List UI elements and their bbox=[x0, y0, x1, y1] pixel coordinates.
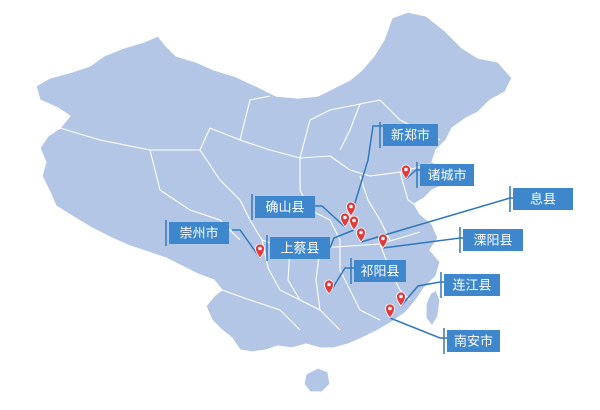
label-background bbox=[463, 229, 523, 251]
location-pin-center bbox=[327, 282, 331, 287]
label-background bbox=[169, 222, 229, 244]
place-label-queshan[interactable]: 确山县 bbox=[255, 196, 315, 218]
location-pin-center bbox=[381, 236, 385, 241]
leader-lines bbox=[165, 122, 513, 354]
location-pin-icon[interactable] bbox=[340, 212, 350, 228]
place-name: 确山县 bbox=[265, 201, 304, 216]
place-name: 溧阳县 bbox=[473, 234, 512, 249]
leader-line-nanan bbox=[389, 317, 447, 339]
location-pins bbox=[255, 164, 411, 319]
taiwan-island bbox=[425, 289, 441, 328]
place-name: 息县 bbox=[530, 192, 556, 208]
hainan-island bbox=[303, 367, 331, 393]
label-background bbox=[354, 260, 406, 282]
place-name: 祁阳县 bbox=[360, 265, 399, 280]
place-label-nanan[interactable]: 南安市 bbox=[447, 330, 500, 352]
place-label-qiyang[interactable]: 祁阳县 bbox=[354, 260, 406, 282]
place-label-xixian[interactable]: 息县 bbox=[513, 188, 573, 210]
place-label-xinzheng[interactable]: 新郑市 bbox=[383, 124, 438, 146]
place-label-lianjiang[interactable]: 连江县 bbox=[444, 274, 500, 296]
label-background bbox=[447, 330, 500, 352]
location-pin-icon[interactable] bbox=[349, 215, 359, 231]
location-pin-center bbox=[349, 204, 353, 209]
place-label-liyang[interactable]: 溧阳县 bbox=[463, 229, 523, 251]
location-pin-icon[interactable] bbox=[378, 233, 388, 249]
place-name: 上蔡县 bbox=[280, 242, 319, 257]
label-background bbox=[444, 274, 500, 296]
location-pin-center bbox=[388, 306, 392, 311]
location-pin-center bbox=[359, 230, 363, 235]
location-pin-icon[interactable] bbox=[346, 201, 356, 217]
place-name: 连江县 bbox=[452, 278, 491, 294]
location-pin-center bbox=[399, 294, 403, 299]
label-background bbox=[255, 196, 315, 218]
location-pin-center bbox=[258, 246, 262, 251]
leader-line-shangcai bbox=[329, 229, 355, 249]
label-background bbox=[420, 164, 474, 186]
leader-line-zhucheng bbox=[405, 169, 420, 180]
place-label-shangcai[interactable]: 上蔡县 bbox=[270, 237, 330, 259]
location-pin-center bbox=[404, 167, 408, 172]
label-background bbox=[270, 237, 330, 259]
place-name: 南安市 bbox=[454, 334, 493, 350]
location-pin-icon[interactable] bbox=[255, 243, 265, 259]
leader-line-queshan bbox=[315, 205, 346, 228]
place-name: 诸城市 bbox=[427, 168, 466, 184]
leader-line-xinzheng bbox=[350, 125, 383, 217]
place-name: 新郑市 bbox=[391, 128, 430, 144]
label-background bbox=[383, 124, 438, 146]
leader-line-chongzhou bbox=[232, 229, 261, 259]
place-label-zhucheng[interactable]: 诸城市 bbox=[420, 164, 474, 186]
location-pin-center bbox=[343, 215, 347, 220]
location-pin-icon[interactable] bbox=[356, 227, 366, 243]
leader-line-lianjiang bbox=[400, 281, 444, 307]
location-pin-center bbox=[352, 218, 356, 223]
location-pin-icon[interactable] bbox=[401, 164, 411, 180]
location-pin-icon[interactable] bbox=[396, 291, 406, 307]
place-name: 崇州市 bbox=[179, 226, 218, 242]
place-label-chongzhou[interactable]: 崇州市 bbox=[169, 222, 229, 244]
location-pin-icon[interactable] bbox=[385, 303, 395, 319]
label-background bbox=[513, 188, 573, 210]
location-pin-icon[interactable] bbox=[324, 279, 334, 295]
